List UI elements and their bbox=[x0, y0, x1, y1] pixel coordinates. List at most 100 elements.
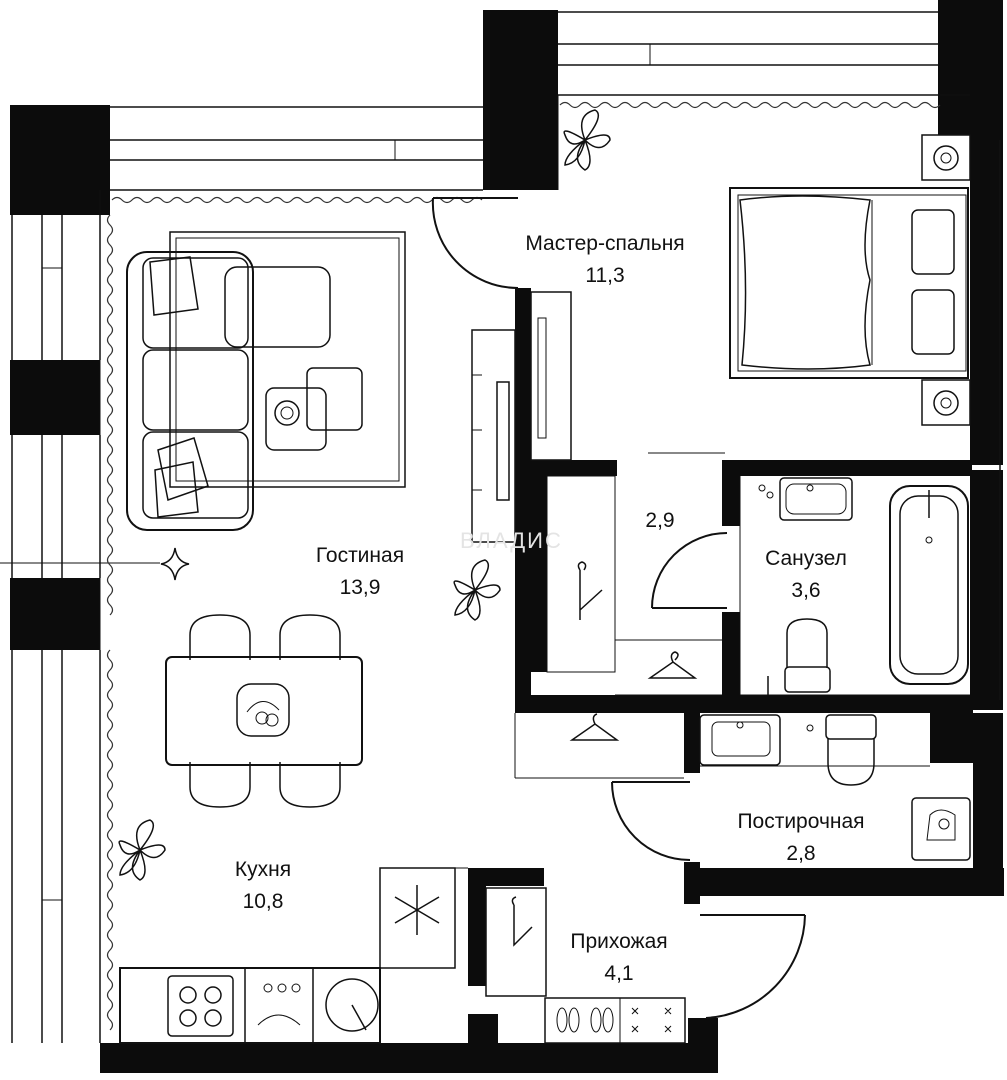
wall-bath-bottom bbox=[515, 695, 973, 713]
closet-furniture bbox=[546, 475, 722, 696]
fruit-bowl-icon bbox=[236, 683, 290, 737]
storage-crosses bbox=[631, 1007, 672, 1033]
bedroom-furniture bbox=[530, 134, 971, 461]
rug bbox=[169, 231, 406, 488]
plant-icon bbox=[118, 819, 166, 881]
sparkle-icon bbox=[160, 547, 190, 581]
hanger-icon bbox=[569, 713, 620, 741]
master-bedroom-name: Мастер-спальня bbox=[525, 232, 684, 255]
sofa bbox=[126, 251, 331, 531]
laundry-fixtures bbox=[699, 714, 971, 861]
kitchen-name: Кухня bbox=[235, 858, 291, 881]
cooktop bbox=[167, 975, 234, 1037]
plant-icon bbox=[563, 109, 611, 171]
washing-machine bbox=[911, 797, 971, 861]
bath-sink bbox=[779, 477, 853, 521]
snowflake-icon bbox=[394, 885, 440, 935]
room-labels: Мастер-спальня 11,3 Гостиная 13,9 2,9 Са… bbox=[235, 232, 865, 985]
bathroom-area: 3,6 bbox=[791, 579, 820, 602]
wall-closet-top bbox=[531, 460, 617, 476]
dining-set bbox=[165, 614, 363, 808]
wall-laundry-right bbox=[973, 713, 1003, 896]
shoe-rack bbox=[544, 997, 686, 1044]
plant-icon bbox=[453, 559, 501, 621]
curtain-living-top bbox=[111, 196, 483, 204]
tv bbox=[496, 381, 510, 501]
laundry-sink bbox=[699, 714, 781, 766]
wall-column-top-center bbox=[483, 10, 558, 190]
bathroom-fixtures bbox=[758, 477, 969, 695]
curtain-kitchen-left bbox=[106, 649, 114, 1031]
nightstand-top bbox=[921, 134, 971, 181]
rug-inner bbox=[175, 237, 400, 482]
door-bathroom-swing bbox=[651, 532, 728, 609]
wall-hall-top bbox=[468, 868, 544, 886]
curtain-living-left bbox=[106, 214, 114, 616]
windows bbox=[0, 11, 1001, 1043]
window-left-lower bbox=[11, 650, 101, 1043]
door-entrance-swing bbox=[705, 914, 806, 1019]
kitchen-area: 10,8 bbox=[243, 890, 284, 913]
kitchen-furniture bbox=[119, 867, 456, 1044]
bathtub bbox=[889, 485, 969, 685]
hanger-icon bbox=[511, 896, 533, 947]
wall-right-upper bbox=[970, 135, 1003, 465]
nightstand-bottom bbox=[921, 379, 971, 426]
wall-laundry-left-upper bbox=[684, 713, 700, 773]
walls bbox=[10, 0, 1004, 1073]
wall-column-left-low bbox=[10, 578, 100, 650]
wall-closet-inner bbox=[531, 476, 547, 672]
hallway-furniture bbox=[485, 713, 686, 1044]
wall-hall-left bbox=[468, 886, 486, 986]
window-living-top bbox=[110, 106, 483, 191]
side-table bbox=[306, 367, 363, 431]
fridge bbox=[379, 867, 456, 969]
wall-entrance-jamb bbox=[688, 1018, 718, 1073]
shaft-void bbox=[948, 713, 973, 743]
wall-living-bedroom bbox=[515, 288, 531, 710]
living-furniture bbox=[126, 231, 516, 581]
watermark: ВЛАДИС bbox=[460, 528, 563, 553]
hallway-name: Прихожая bbox=[570, 930, 667, 953]
window-left-upper bbox=[11, 215, 101, 360]
door-laundry-swing bbox=[611, 781, 691, 861]
laundry-area: 2,8 bbox=[786, 842, 815, 865]
hanger-icon bbox=[647, 651, 698, 679]
curtain-bedroom-top bbox=[559, 101, 941, 109]
laundry-toilet bbox=[825, 714, 877, 786]
laundry-name: Постирочная bbox=[737, 810, 864, 833]
dining-table bbox=[165, 656, 363, 766]
window-left-mid bbox=[11, 435, 101, 578]
tv-stand bbox=[471, 329, 516, 543]
wall-bottom bbox=[100, 1043, 718, 1073]
wall-column-left-mid bbox=[10, 360, 100, 435]
window-bedroom-top bbox=[558, 11, 938, 96]
doors bbox=[431, 197, 806, 1019]
wall-bath-left-lower bbox=[722, 612, 740, 697]
curtains bbox=[106, 101, 941, 1031]
door-bedroom-swing bbox=[431, 197, 519, 290]
wall-column-top-right bbox=[938, 0, 1003, 135]
kitchen-counter bbox=[119, 967, 381, 1044]
wall-right-mid bbox=[970, 470, 1003, 710]
toilet bbox=[784, 618, 831, 693]
bedroom-wardrobe bbox=[530, 291, 572, 461]
living-room-name: Гостиная bbox=[316, 544, 404, 567]
wall-laundry-bottom bbox=[684, 868, 1004, 896]
dishwasher bbox=[244, 967, 314, 1044]
wall-bath-top bbox=[722, 460, 972, 476]
wall-column-top-left bbox=[10, 105, 110, 215]
bed bbox=[729, 187, 969, 379]
living-room-area: 13,9 bbox=[340, 576, 381, 599]
closet-shelf bbox=[546, 475, 616, 673]
hall-wardrobe bbox=[485, 887, 547, 997]
hanger-icon bbox=[577, 561, 603, 620]
master-bedroom-area: 11,3 bbox=[585, 264, 624, 287]
closet-area: 2,9 bbox=[645, 509, 674, 532]
hallway-area: 4,1 bbox=[604, 962, 633, 985]
coffee-table-vase bbox=[274, 400, 300, 426]
coffee-table bbox=[265, 387, 327, 451]
bathroom-name: Санузел bbox=[765, 547, 847, 570]
wall-bath-left-upper bbox=[722, 476, 740, 526]
